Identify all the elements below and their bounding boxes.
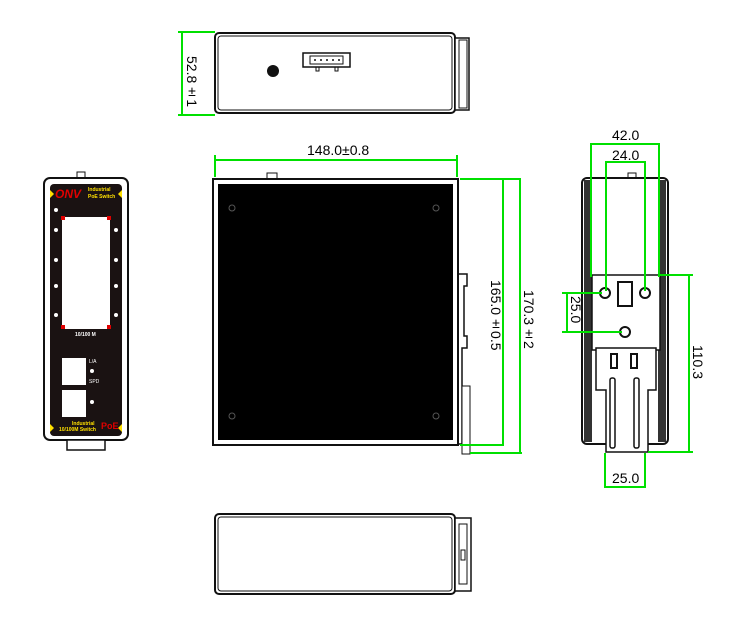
footer-label-2: 10/100M Switch (59, 427, 96, 433)
side-view-drawing (212, 172, 471, 455)
rear-din-rail-view: 42.0 24.0 25.0 110.3 25.0 (560, 120, 730, 500)
la-led-label: L/A (89, 359, 97, 365)
bottom-view (210, 510, 490, 600)
side-body-height-dimension: 165.0±0.5 (488, 280, 504, 351)
rear-hole-spacing-dimension: 25.0 (568, 296, 584, 324)
rear-clip-width-dimension: 25.0 (612, 470, 640, 486)
rear-outer-width-dimension: 42.0 (612, 127, 640, 143)
brand-subtitle-2: PoE Switch (88, 194, 116, 200)
side-view: 148.0±0.8 165.0±0.5 170.3±2 (205, 140, 537, 460)
top-height-dimension: 52.8±1 (184, 56, 200, 108)
side-total-height-dimension: 170.3±2 (521, 290, 537, 349)
rear-rail-height-dimension: 110.3 (690, 345, 706, 379)
top-view-drawing (214, 32, 470, 114)
rj45-port-label: 10/100 M (75, 332, 96, 338)
rear-view-drawing (581, 172, 669, 453)
side-width-dimension: 148.0±0.8 (307, 142, 370, 158)
brand-logo: ONV (55, 187, 82, 201)
brand-subtitle-1: Industrial (88, 187, 111, 193)
spd-led-label: SPD (89, 379, 100, 385)
rear-hole-width-dimension: 24.0 (612, 147, 640, 163)
footer-label-1: Industrial (72, 421, 95, 427)
bottom-view-drawing (214, 513, 472, 595)
front-panel-drawing (43, 171, 129, 451)
poe-label: PoE (101, 421, 119, 431)
front-panel-view: ONV Industrial PoE Switch 10/100 M L/A S… (42, 170, 132, 455)
top-view: 52.8±1 (170, 28, 480, 118)
